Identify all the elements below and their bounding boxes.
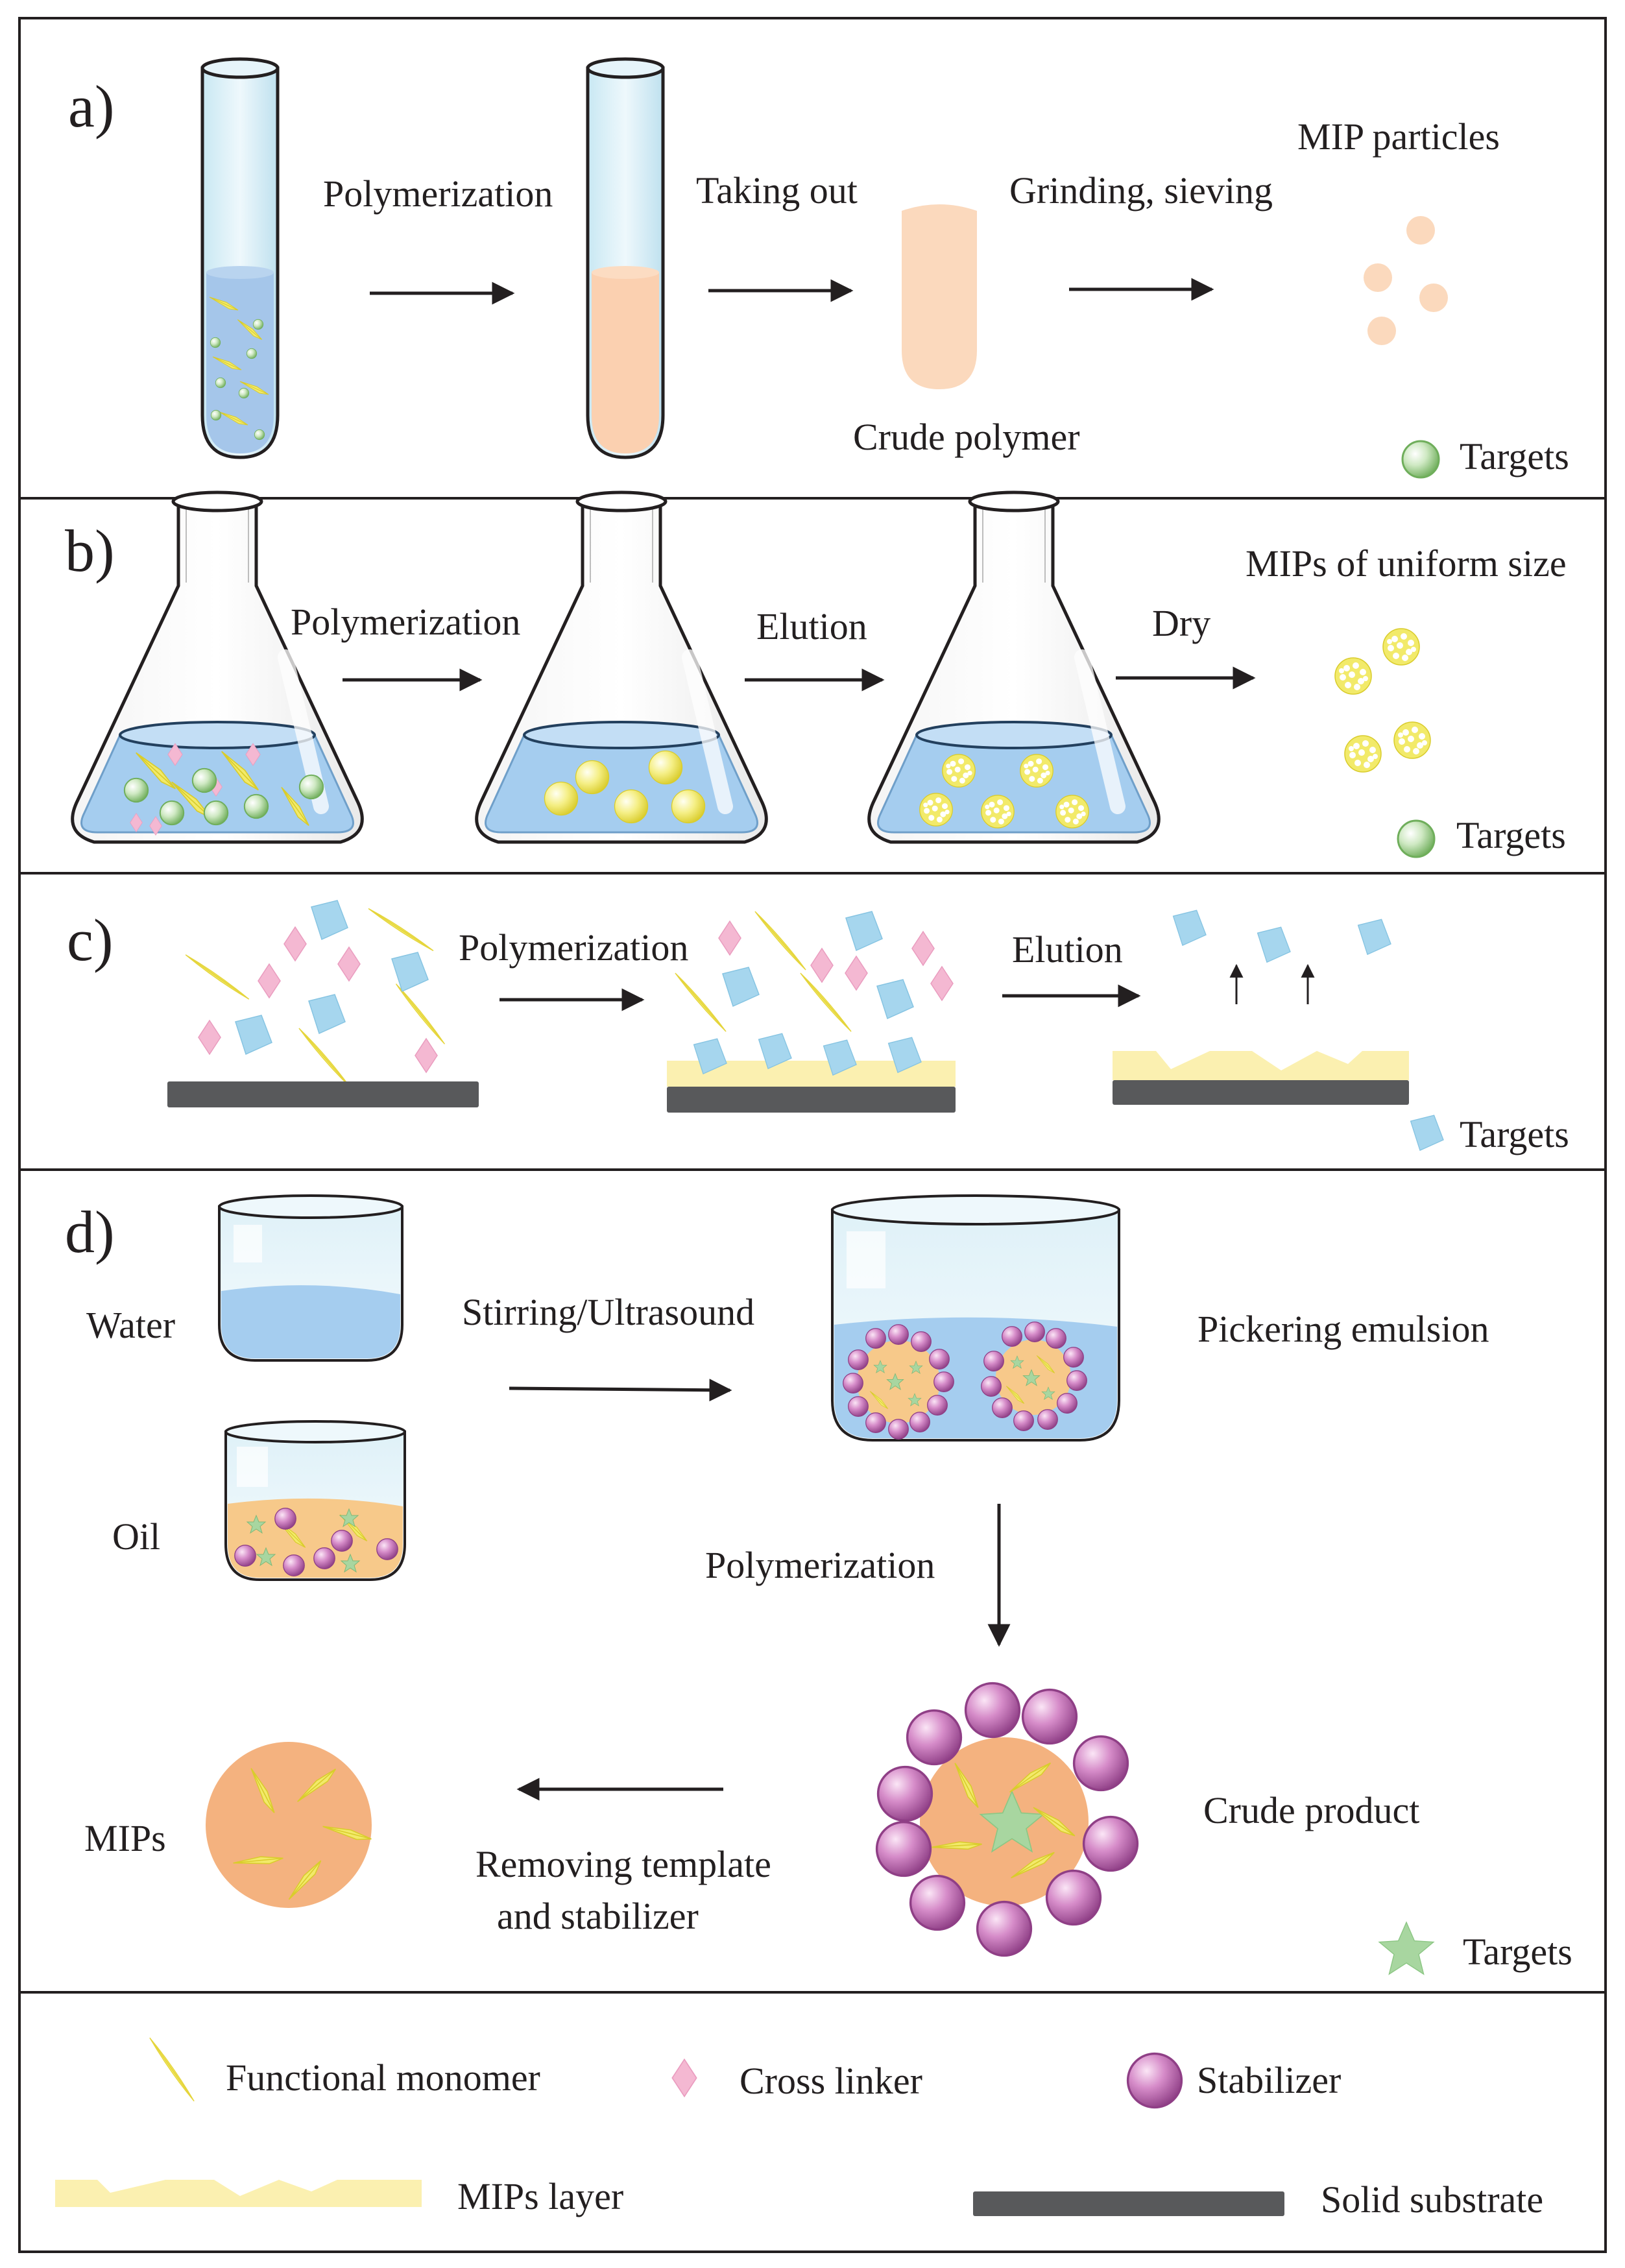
panel-b-label-polymerization: Polymerization xyxy=(291,601,520,643)
panel-b-letter: b) xyxy=(65,518,115,584)
test-tube-monomer-solution xyxy=(200,57,280,459)
panel-a-label-crude-polymer: Crude polymer xyxy=(853,416,1080,458)
panel-b-label-targets: Targets xyxy=(1456,814,1566,856)
legend-cross-linker: Cross linker xyxy=(740,2060,922,2102)
flask-reaction-mixture xyxy=(73,492,363,842)
panel-b: b) Polymerization xyxy=(65,492,1567,858)
panel-d-label-mips: MIPs xyxy=(84,1817,166,1859)
legend-crosslinker-icon xyxy=(671,2058,697,2097)
legend-monomer-icon xyxy=(132,2037,211,2102)
panel-c-label-polymerization: Polymerization xyxy=(459,926,688,969)
panel-d-label-water: Water xyxy=(86,1304,175,1346)
panel-c-label-targets: Targets xyxy=(1460,1113,1569,1155)
test-tube-polymer xyxy=(586,57,665,459)
surface-stage-eluted xyxy=(1113,910,1409,1105)
panel-a-label-polymerization: Polymerization xyxy=(323,173,553,215)
panel-a-letter: a) xyxy=(68,73,114,139)
legend-border xyxy=(18,1991,1607,2253)
target-star-icon xyxy=(1378,1922,1434,1975)
legend-stabilizer: Stabilizer xyxy=(1197,2059,1341,2101)
legend-mips-layer: MIPs layer xyxy=(457,2175,623,2217)
panel-d-label-polymerization: Polymerization xyxy=(705,1544,935,1586)
panel-a: a) Polymerization xyxy=(68,57,1569,479)
panel-a-label-grinding: Grinding, sieving xyxy=(1009,169,1273,211)
legend-stabilizer-icon xyxy=(1126,2052,1183,2109)
panel-a-label-targets: Targets xyxy=(1460,435,1569,477)
legend-substrate-icon xyxy=(973,2191,1284,2216)
panel-d-label-pickering: Pickering emulsion xyxy=(1198,1308,1489,1350)
panel-d-label-removing-2: and stabilizer xyxy=(497,1895,699,1937)
surface-stage-imprinted xyxy=(661,911,956,1113)
panel-c: c) Polymerization xyxy=(67,900,1569,1155)
uniform-mips-particles xyxy=(1334,628,1431,773)
panel-b-label-elution: Elution xyxy=(756,605,867,647)
panel-a-label-taking-out: Taking out xyxy=(696,169,858,211)
panel-d-label-oil: Oil xyxy=(112,1515,160,1558)
panel-c-letter: c) xyxy=(67,907,113,973)
beaker-oil xyxy=(224,1420,406,1581)
legend-mips-layer-icon xyxy=(55,2180,422,2207)
beaker-water xyxy=(218,1194,403,1362)
legend-solid-substrate: Solid substrate xyxy=(1321,2178,1543,2221)
flask-eluted xyxy=(869,492,1159,842)
crude-polymer-rod xyxy=(902,204,977,389)
panel-d-label-stirring: Stirring/Ultrasound xyxy=(462,1291,754,1333)
crude-product-particle xyxy=(875,1682,1139,1957)
target-blue-icon xyxy=(1410,1115,1444,1151)
panel-a-label-mip-particles: MIP particles xyxy=(1297,115,1500,158)
arrow-d-1 xyxy=(509,1379,732,1402)
panel-d-label-targets: Targets xyxy=(1463,1931,1572,1973)
panel-c-label-elution: Elution xyxy=(1012,928,1123,971)
panel-d: d) Water Oil St xyxy=(65,1194,1572,1975)
mip-particles xyxy=(1364,216,1448,345)
panel-b-label-dry: Dry xyxy=(1152,602,1210,644)
panel-d-label-removing-1: Removing template xyxy=(475,1843,771,1885)
flask-polymerized xyxy=(477,492,767,842)
legend: Functional monomer Cross linker Stabiliz… xyxy=(55,2037,1543,2221)
panel-d-letter: d) xyxy=(65,1199,115,1265)
surface-stage-free-components xyxy=(167,900,479,1107)
target-green-icon-b xyxy=(1397,819,1436,858)
beaker-pickering-emulsion xyxy=(831,1194,1120,1442)
legend-functional-monomer: Functional monomer xyxy=(226,2057,540,2099)
panel-d-label-crude-product: Crude product xyxy=(1203,1789,1419,1831)
mips-sphere xyxy=(206,1742,372,1908)
target-green-icon xyxy=(1401,440,1440,479)
panel-b-label-mips-uniform: MIPs of uniform size xyxy=(1246,542,1567,585)
